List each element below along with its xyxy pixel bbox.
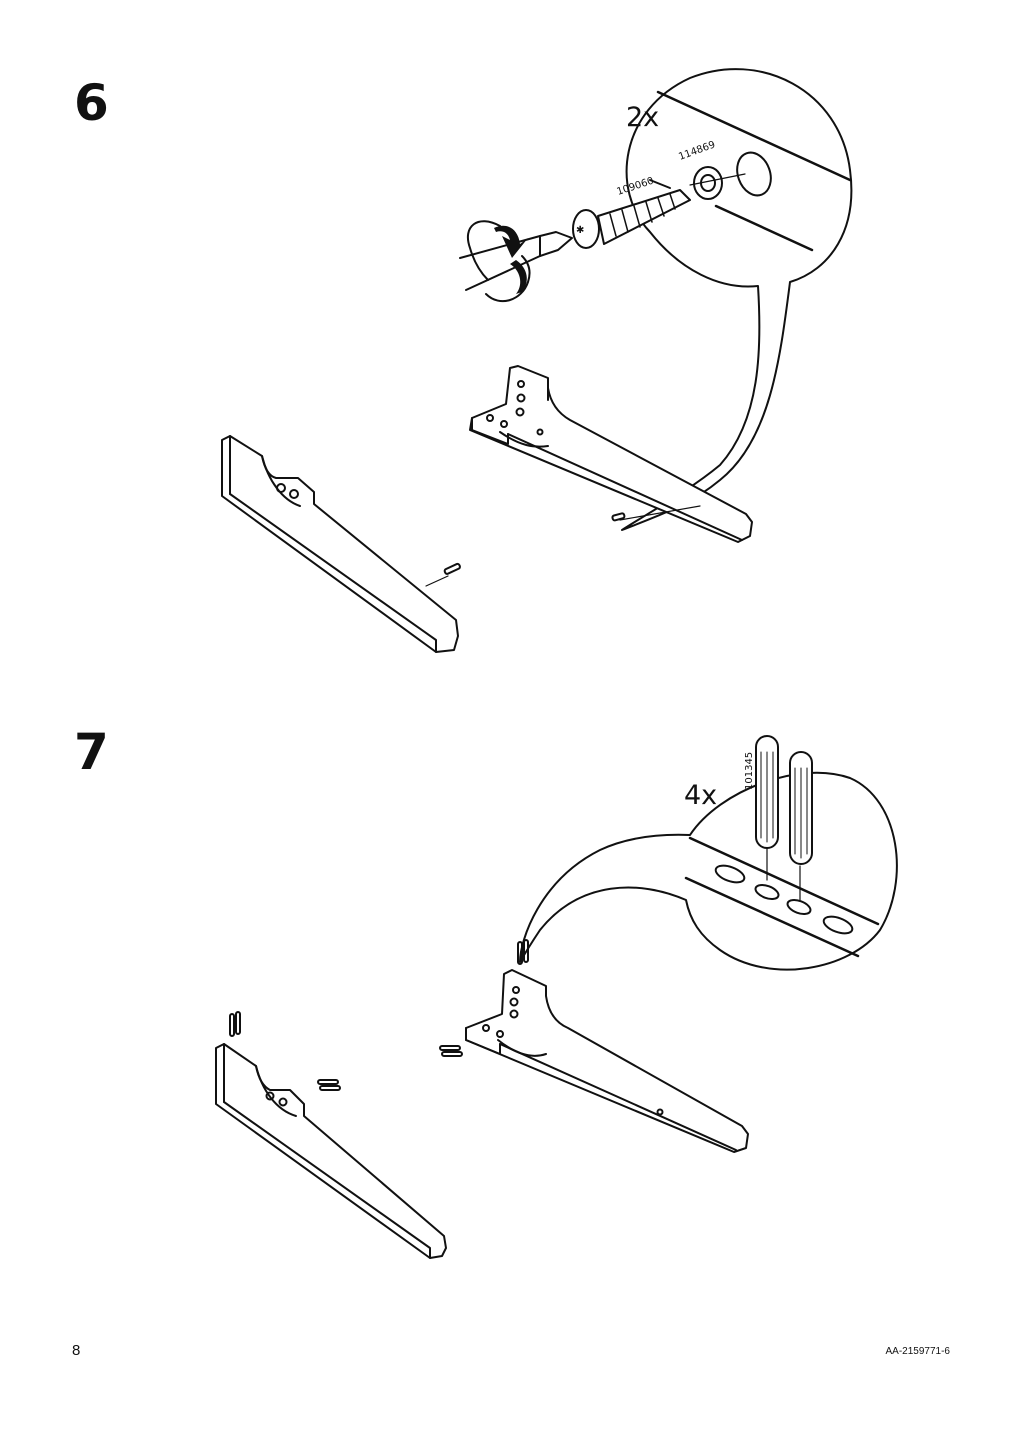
wooden-leg-part	[215, 1011, 447, 1259]
washer-icon	[693, 166, 723, 200]
step-7-number: 7	[74, 723, 109, 781]
svg-text:✱: ✱	[576, 225, 584, 236]
wooden-leg-part	[469, 365, 753, 543]
page-number: 8	[72, 1342, 81, 1359]
wooden-leg-part	[439, 939, 749, 1153]
dowel-icon	[789, 751, 813, 865]
screw-icon: ✱	[572, 189, 691, 249]
step-7-quantity: 4x	[684, 780, 717, 811]
step-7-illustration: 4x 101345	[215, 735, 898, 1259]
step-6-callout-bubble	[621, 68, 853, 531]
step-6-number: 6	[74, 74, 109, 132]
document-code: AA-2159771-6	[885, 1346, 951, 1357]
step-6-quantity: 2x	[626, 102, 659, 133]
screwdriver-icon	[459, 231, 573, 291]
rotation-arrow-icon	[467, 220, 531, 303]
wooden-leg-part	[221, 435, 461, 653]
panel-hole-icon	[736, 151, 772, 197]
part-number-dowel: 101345	[744, 752, 755, 790]
step-6-illustration: ✱ 2x 114869 109060	[221, 68, 853, 653]
dowel-icon	[755, 735, 779, 849]
